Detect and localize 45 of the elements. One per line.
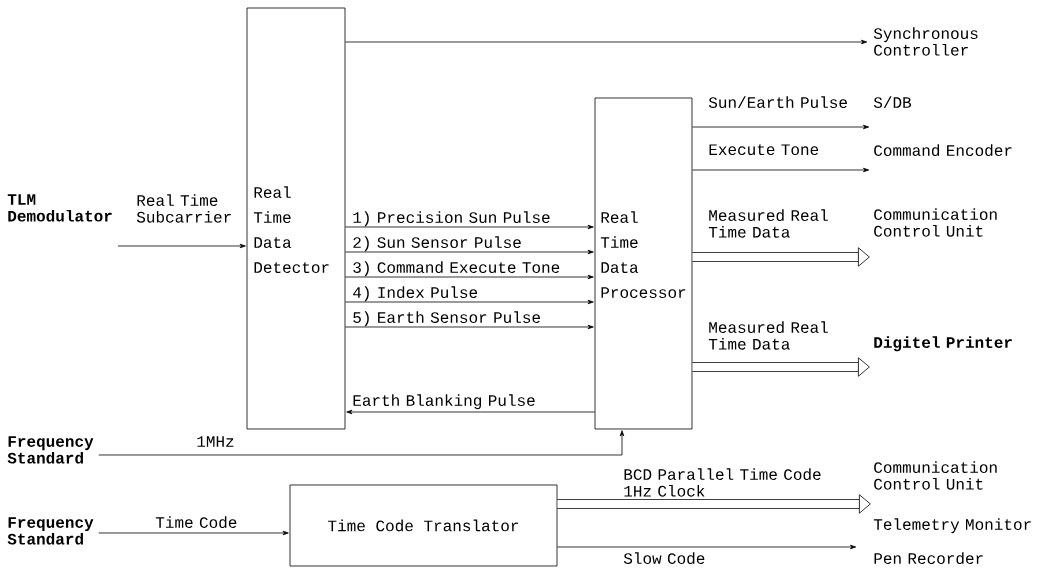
arrow	[98, 430, 625, 456]
edge-label: Real Time Subcarrier	[136, 194, 231, 223]
block-label: TLM Demodulator	[7, 194, 112, 222]
block-label: S/DB	[873, 96, 912, 108]
arrow	[345, 299, 594, 305]
edge-label: Time Code	[155, 516, 237, 529]
arrow	[345, 274, 594, 280]
arrow	[117, 243, 246, 249]
block-label: Pen Recorder	[874, 552, 983, 565]
arrow	[346, 409, 595, 415]
block-label: Frequency Standard	[7, 517, 94, 545]
block-label: Frequency Standard	[7, 436, 94, 464]
block-label: Synchronous Controller	[873, 27, 978, 56]
edge-label: Execute Tone	[709, 144, 819, 156]
edge-label: Measured Real Time Data	[708, 321, 828, 350]
arrow	[98, 530, 289, 536]
arrow	[345, 39, 868, 45]
edge-label: 1MHz	[197, 436, 234, 447]
edge-label: 5) Earth Sensor Pulse	[353, 311, 540, 327]
arrow	[692, 124, 870, 130]
block-label: Digitel Printer	[874, 336, 1012, 352]
process-box: Real Time Data Processor	[594, 97, 693, 430]
edge-label: 3) Command Execute Tone	[353, 261, 560, 277]
bus-arrow	[557, 494, 871, 514]
bus-arrow	[692, 357, 870, 377]
block-label: Communication Control Unit	[874, 208, 997, 237]
edge-label: 2) Sun Sensor Pulse	[353, 236, 521, 252]
process-box: Real Time Data Detector	[246, 7, 346, 430]
block-label: Communication Control Unit	[874, 461, 997, 490]
edge-label: BCD Parallel Time Code 1Hz Clock	[624, 468, 821, 497]
edge-label: 1) Precision Sun Pulse	[353, 211, 550, 227]
edge-label: Earth Blanking Pulse	[353, 394, 535, 410]
process-box: Time Code Translator	[289, 484, 558, 567]
arrow	[692, 167, 870, 173]
bus-arrow	[692, 247, 870, 267]
edge-label: Sun/Earth Pulse	[708, 96, 847, 108]
arrow	[345, 249, 594, 255]
arrow	[345, 324, 594, 330]
arrow	[557, 544, 857, 550]
edge-label: Slow Code	[623, 552, 705, 565]
edge-label: 4) Index Pulse	[353, 286, 478, 302]
block-label: Command Encoder	[874, 144, 1012, 157]
edge-label: Measured Real Time Data	[708, 209, 828, 238]
block-label: Telemetry Monitor	[873, 518, 1031, 534]
arrow	[345, 224, 594, 230]
